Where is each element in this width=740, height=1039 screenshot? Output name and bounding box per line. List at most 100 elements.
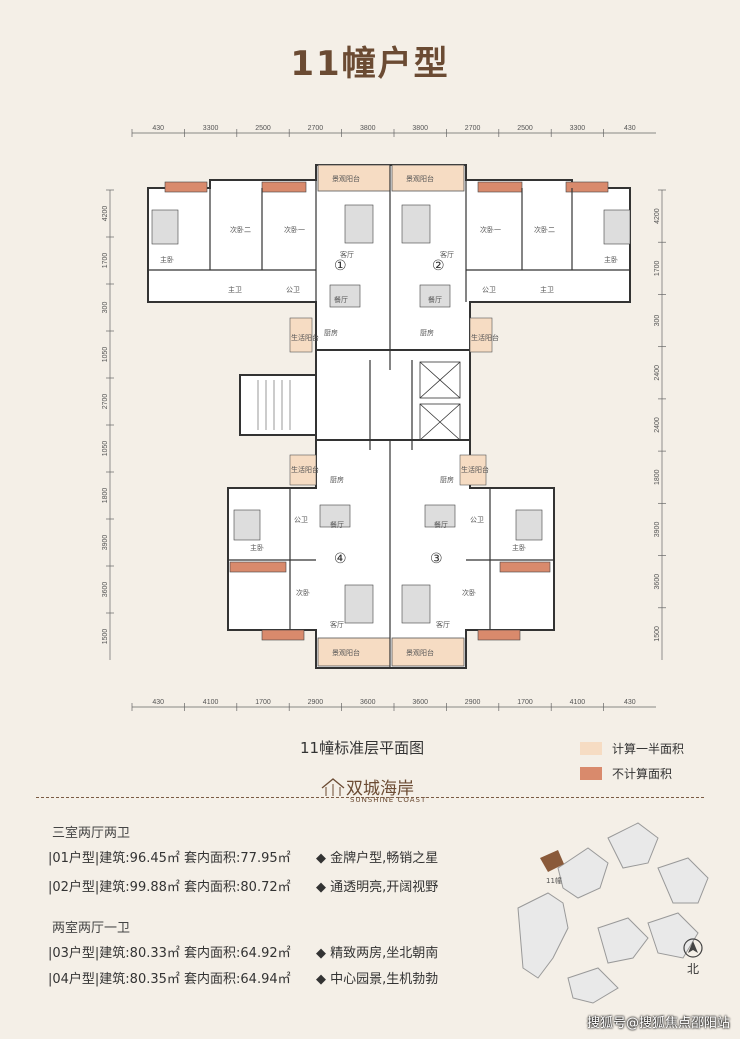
room-label: 次卧二 <box>230 225 251 234</box>
north-label: 北 <box>687 962 699 976</box>
room-labels: 主卧 次卧二 次卧一 次卧一 次卧二 主卧 客厅 客厅 餐厅 餐厅 主卫 公卫 … <box>160 225 618 629</box>
dimension-label: 3600 <box>412 699 428 706</box>
unit-number-1: ① <box>334 258 347 274</box>
building-walls <box>147 164 631 669</box>
watermark: 搜狐号@搜狐焦点邵阳站 <box>586 1016 730 1031</box>
dimension-label: 2700 <box>308 125 324 132</box>
room-label: 厨房 <box>330 475 344 484</box>
plan-caption: 11幢标准层平面图 <box>300 739 425 757</box>
room-label: 次卧 <box>462 588 476 597</box>
legend-no-area: 不计算面积 <box>580 765 672 782</box>
room-label: 生活阳台 <box>291 465 319 474</box>
room-label: 生活阳台 <box>291 333 319 342</box>
room-label: 厨房 <box>324 328 338 337</box>
legend-swatch-half <box>580 742 602 755</box>
room-label: 主卧 <box>250 543 264 552</box>
dashed-divider <box>36 797 704 798</box>
dimension-label: 2700 <box>465 125 481 132</box>
unit-numbers: ① ② ④ ③ <box>334 258 445 567</box>
dimension-label: 3300 <box>203 125 219 132</box>
stairwell <box>257 380 291 430</box>
dimension-label: 3800 <box>360 125 376 132</box>
dimension-label: 4200 <box>654 208 661 224</box>
dimension-label: 3600 <box>102 582 109 598</box>
dimension-label: 1500 <box>654 626 661 642</box>
room-label: 餐厅 <box>334 295 348 304</box>
balcony-label: 景观阳台 <box>332 648 360 657</box>
legend-label: 不计算面积 <box>612 767 673 781</box>
room-label: 客厅 <box>340 250 354 259</box>
balcony-label: 景观阳台 <box>406 174 434 183</box>
dimension-label: 1500 <box>102 629 109 645</box>
dimension-label: 1700 <box>517 699 533 706</box>
dimension-label: 2700 <box>102 394 109 410</box>
legend-swatch-none <box>580 767 602 780</box>
dimension-label: 3900 <box>102 535 109 551</box>
utility-balconies <box>289 317 493 486</box>
dimension-label: 2900 <box>308 699 324 706</box>
logo-text-cn: 双城海岸 <box>346 779 414 799</box>
unit-number-4: ④ <box>334 551 347 567</box>
room-label: 生活阳台 <box>471 333 499 342</box>
dimension-label: 4200 <box>102 206 109 222</box>
room-label: 客厅 <box>440 250 454 259</box>
dimension-label: 300 <box>654 315 661 327</box>
unit-02-feature: ◆ 通透明亮,开阔视野 <box>316 880 439 895</box>
site-map: 11幢 北 <box>517 822 709 1004</box>
unit-01-feature: ◆ 金牌户型,畅销之星 <box>316 851 439 866</box>
unit-03-feature: ◆ 精致两房,坐北朝南 <box>316 946 439 961</box>
dimension-label: 4100 <box>570 699 586 706</box>
dimension-label: 1800 <box>102 488 109 504</box>
room-label: 主卫 <box>228 285 242 294</box>
furniture <box>151 204 631 624</box>
dimension-label: 1700 <box>255 699 271 706</box>
dimension-label: 430 <box>624 699 636 706</box>
room-label: 主卫 <box>540 285 554 294</box>
room-label: 公卫 <box>470 516 484 524</box>
dimension-label: 430 <box>152 699 164 706</box>
room-label: 餐厅 <box>330 520 344 529</box>
room-label: 客厅 <box>436 620 450 629</box>
room-label: 客厅 <box>330 620 344 629</box>
dimension-label: 2500 <box>517 125 533 132</box>
group-title: 三室两厅两卫 <box>52 826 131 841</box>
dimension-label: 2900 <box>465 699 481 706</box>
dimension-label: 300 <box>102 302 109 314</box>
unit-04-info: |04户型|建筑:80.35㎡ 套内面积:64.94㎡ <box>48 972 291 987</box>
unit-number-2: ② <box>432 258 445 274</box>
group-title: 两室两厅一卫 <box>52 921 131 936</box>
room-label: 公卫 <box>286 286 300 294</box>
room-label: 公卫 <box>482 286 496 294</box>
room-label: 厨房 <box>420 328 434 337</box>
balcony-label: 景观阳台 <box>332 174 360 183</box>
dimension-label: 3600 <box>360 699 376 706</box>
dimension-label: 3900 <box>654 522 661 538</box>
dimension-label: 1700 <box>102 253 109 269</box>
room-label: 餐厅 <box>434 520 448 529</box>
dimension-label: 430 <box>152 125 164 132</box>
page-title: 11幢户型 <box>290 44 450 84</box>
dimension-label: 1800 <box>654 469 661 485</box>
room-label: 次卧 <box>296 588 310 597</box>
elevators <box>419 361 461 441</box>
room-label: 主卧 <box>160 255 174 264</box>
unit-04-feature: ◆ 中心园景,生机勃勃 <box>316 972 439 987</box>
unit-number-3: ③ <box>430 551 443 567</box>
dimension-label: 1050 <box>102 441 109 457</box>
logo-icon <box>321 777 345 796</box>
legend-half-area: 计算一半面积 <box>580 740 684 757</box>
building-11-marker <box>540 850 564 872</box>
dimension-label: 430 <box>624 125 636 132</box>
logo-text-en: SUNSHINE COAST <box>350 796 427 804</box>
unit-03-info: |03户型|建筑:80.33㎡ 套内面积:64.92㎡ <box>48 946 291 961</box>
dimension-label: 3300 <box>570 125 586 132</box>
dimension-label: 1700 <box>654 260 661 276</box>
dimension-label: 2400 <box>654 365 661 381</box>
dimension-label: 2400 <box>654 417 661 433</box>
dimension-label: 3800 <box>412 125 428 132</box>
room-label: 主卧 <box>512 543 526 552</box>
